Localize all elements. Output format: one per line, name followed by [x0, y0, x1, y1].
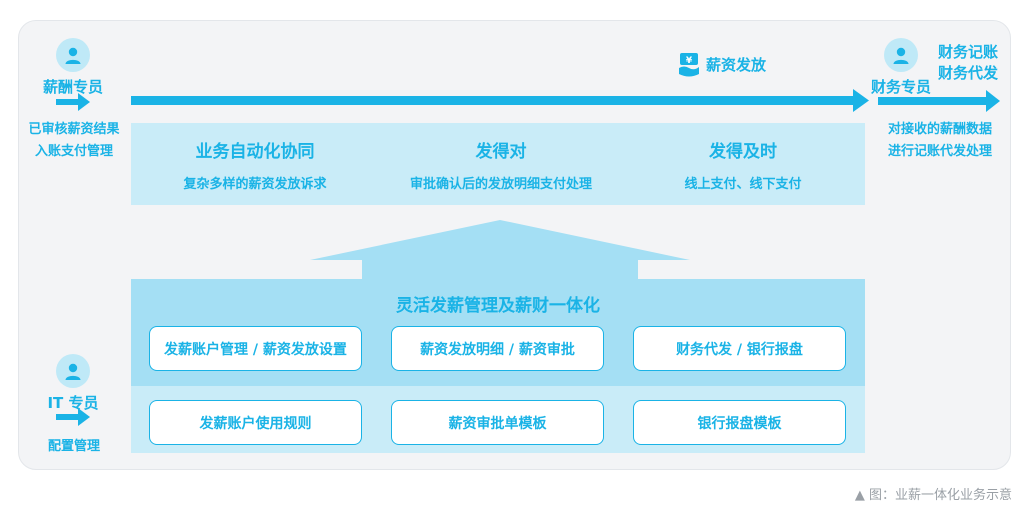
- benefit-column: 发得对 审批确认后的发放明细支付处理: [379, 123, 623, 192]
- benefit-column: 发得及时 线上支付、线下支付: [621, 123, 865, 192]
- main-flow-arrow: [131, 89, 869, 112]
- svg-text:¥: ¥: [686, 56, 693, 66]
- upward-support-arrow: [310, 220, 690, 280]
- template-box: 发薪账户使用规则: [149, 400, 362, 445]
- finance-specialist-desc: 对接收的薪酬数据 进行记账代发处理: [876, 119, 1004, 163]
- finance-specialist-desc-line1: 对接收的薪酬数据: [887, 122, 992, 137]
- money-hand-icon: ¥: [679, 53, 699, 77]
- user-avatar-icon: [56, 354, 90, 388]
- it-specialist-title: IT 专员: [47, 394, 99, 412]
- feature-box: 财务代发 / 银行报盘: [633, 326, 846, 371]
- user-avatar-icon: [884, 38, 918, 72]
- benefit-subtitle: 线上支付、线下支付: [684, 177, 802, 192]
- feature-box: 发薪账户管理 / 薪资发放设置: [149, 326, 362, 371]
- benefit-title: 发得对: [475, 142, 527, 162]
- salary-payout-label: ¥ 薪资发放: [678, 52, 766, 78]
- finance-specialist-role: 财务专员: [866, 38, 936, 97]
- template-box: 薪资审批单模板: [391, 400, 604, 445]
- salary-payout-text: 薪资发放: [706, 56, 767, 74]
- template-box: 银行报盘模板: [633, 400, 846, 445]
- it-specialist-role: IT 专员: [40, 354, 106, 413]
- platform-panel: 灵活发薪管理及薪财一体化 发薪账户管理 / 薪资发放设置 薪资发放明细 / 薪资…: [131, 279, 865, 453]
- finance-notes: 财务记账 财务代发: [938, 42, 998, 84]
- benefit-title: 业务自动化协同: [195, 142, 315, 162]
- benefits-panel: 业务自动化协同 复杂多样的薪资发放诉求 发得对 审批确认后的发放明细支付处理 发…: [131, 123, 865, 205]
- benefit-column: 业务自动化协同 复杂多样的薪资发放诉求: [133, 123, 377, 192]
- salary-specialist-desc: 已审核薪资结果 入账支付管理: [14, 119, 134, 163]
- feature-box: 薪资发放明细 / 薪资审批: [391, 326, 604, 371]
- finance-note-line2: 财务代发: [938, 64, 999, 82]
- platform-title: 灵活发薪管理及薪财一体化: [396, 296, 600, 316]
- benefit-subtitle: 复杂多样的薪资发放诉求: [183, 177, 327, 192]
- right-flow-arrow: [878, 90, 1000, 112]
- finance-specialist-title: 财务专员: [870, 78, 931, 96]
- it-specialist-arrow-icon: [56, 408, 90, 426]
- benefit-subtitle: 审批确认后的发放明细支付处理: [409, 177, 592, 192]
- it-specialist-desc: 配置管理: [47, 439, 100, 454]
- salary-specialist-title: 薪酬专员: [42, 78, 103, 96]
- benefit-title: 发得及时: [709, 142, 777, 162]
- salary-specialist-desc-line2: 入账支付管理: [34, 144, 113, 159]
- salary-specialist-arrow-icon: [56, 93, 90, 111]
- figure-caption: ▲ 图：业薪一体化业务示意: [854, 488, 1012, 503]
- finance-specialist-desc-line2: 进行记账代发处理: [887, 144, 992, 159]
- salary-specialist-desc-line1: 已审核薪资结果: [28, 122, 120, 137]
- finance-note-line1: 财务记账: [938, 43, 999, 61]
- salary-specialist-role: 薪酬专员: [40, 38, 106, 97]
- user-avatar-icon: [56, 38, 90, 72]
